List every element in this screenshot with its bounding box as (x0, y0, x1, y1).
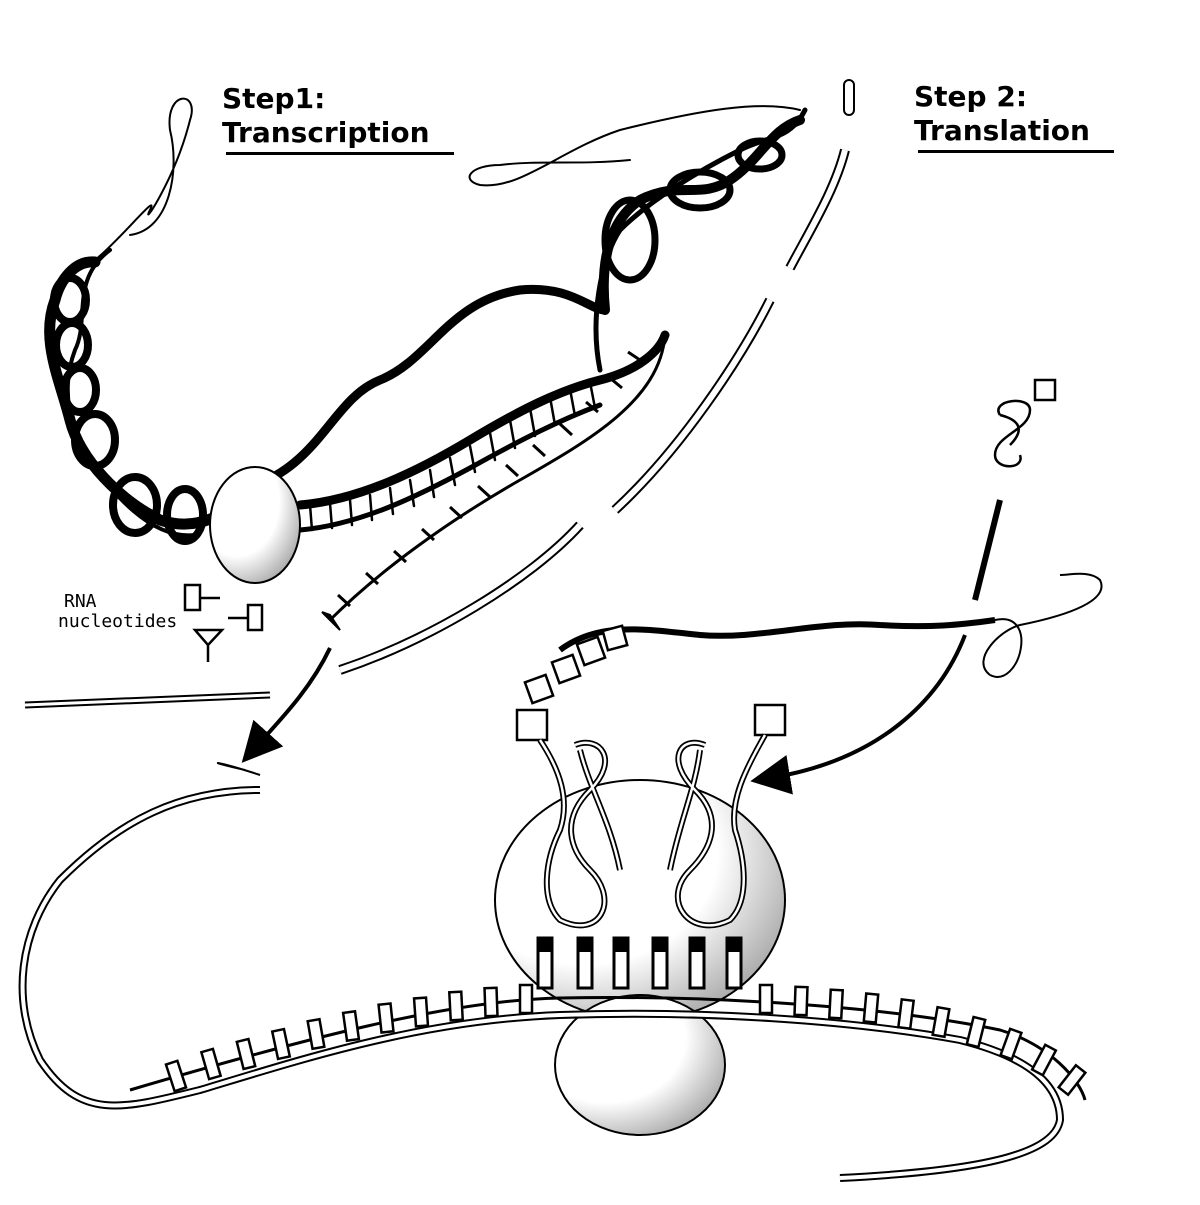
dna-helix-loops (50, 274, 207, 545)
step2-heading: Step 2: Translation (914, 80, 1114, 153)
nucleotide-icon-2 (228, 603, 264, 632)
polypeptide-chain (523, 572, 1103, 705)
nucleotide-icon-3 (192, 628, 225, 662)
dna-strand-lower-inner (297, 402, 603, 533)
mrna-at-ribosome (18, 762, 1088, 1182)
dna-helix-right-b (593, 107, 808, 373)
growing-mrna-strand (321, 334, 667, 631)
mrna-segments (24, 79, 855, 709)
dna-double-helix (44, 97, 808, 545)
dna-loose-thread (94, 97, 193, 261)
incoming-trna (972, 378, 1057, 601)
rna-nucleotides-label: RNA nucleotides (58, 592, 177, 632)
step1-heading: Step1: Transcription (222, 82, 454, 155)
translation-arrow (750, 634, 967, 795)
transcription-arrow (241, 647, 332, 763)
rna-polymerase-enzyme (209, 466, 301, 584)
rna-nucleotide-icons (183, 583, 264, 662)
rna-label-line2: nucleotides (58, 611, 178, 632)
dna-upper-thread (468, 105, 801, 187)
trna-right-inner (668, 734, 767, 927)
step2-title: Translation (914, 114, 1090, 147)
step1-underline (226, 152, 454, 155)
step1-label: Step1: (222, 82, 326, 115)
trna-left-inner (538, 739, 622, 927)
trna-pair (515, 703, 787, 990)
dna-base-pair-rungs (308, 380, 597, 532)
step1-title: Transcription (222, 116, 430, 149)
step2-underline (918, 150, 1114, 153)
nucleotide-icon-1 (183, 583, 220, 612)
dna-helix-right-loops (601, 137, 786, 284)
ribosome-small-subunit (554, 994, 726, 1136)
step2-label: Step 2: (914, 80, 1028, 113)
rna-label-line1: RNA (64, 591, 97, 612)
dna-strand-a (44, 256, 236, 530)
dna-template-strand-upper (235, 284, 610, 495)
dna-strand-lower (295, 330, 670, 510)
